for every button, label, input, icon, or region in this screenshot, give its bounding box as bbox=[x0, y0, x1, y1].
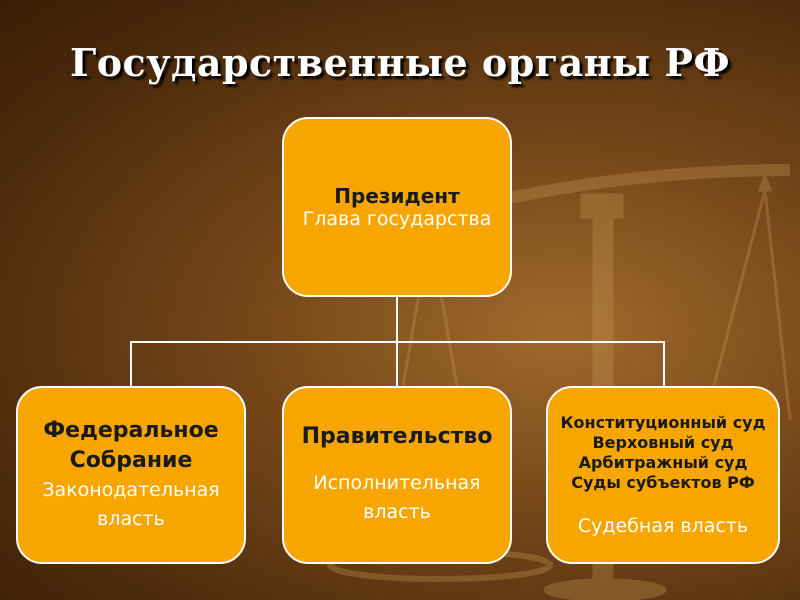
connector-right bbox=[663, 341, 665, 387]
government-box: Правительство Исполнительная власть bbox=[282, 386, 512, 564]
connector-left bbox=[130, 341, 132, 387]
connector-vertical-top bbox=[396, 297, 398, 341]
court-name-line: Конституционный суд bbox=[560, 413, 766, 432]
connector-middle bbox=[396, 341, 398, 387]
president-name: Президент bbox=[334, 184, 460, 208]
court-name-line: Суды субъектов РФ bbox=[571, 473, 755, 492]
court-name-line: Верховный суд bbox=[592, 433, 734, 452]
president-box: Президент Глава государства bbox=[282, 117, 512, 297]
branch-role-line: власть bbox=[97, 508, 165, 530]
branch-name-line: Правительство bbox=[301, 423, 493, 449]
branch-role-line: Исполнительная bbox=[313, 471, 481, 494]
court-name-line: Арбитражный суд bbox=[578, 453, 748, 472]
branch-role-line: власть bbox=[363, 500, 431, 523]
branch-role-line: Судебная власть bbox=[577, 515, 749, 537]
judicial-box: Конституционный суд Верховный суд Арбитр… bbox=[546, 386, 780, 564]
branch-role-line: Законодательная bbox=[42, 479, 220, 501]
federal-assembly-box: Федеральное Собрание Законодательная вла… bbox=[16, 386, 246, 564]
page-title: Государственные органы РФ bbox=[69, 40, 731, 85]
president-role: Глава государства bbox=[302, 208, 492, 230]
branch-name-line: Собрание bbox=[69, 448, 193, 473]
branch-name-line: Федеральное bbox=[43, 418, 219, 443]
